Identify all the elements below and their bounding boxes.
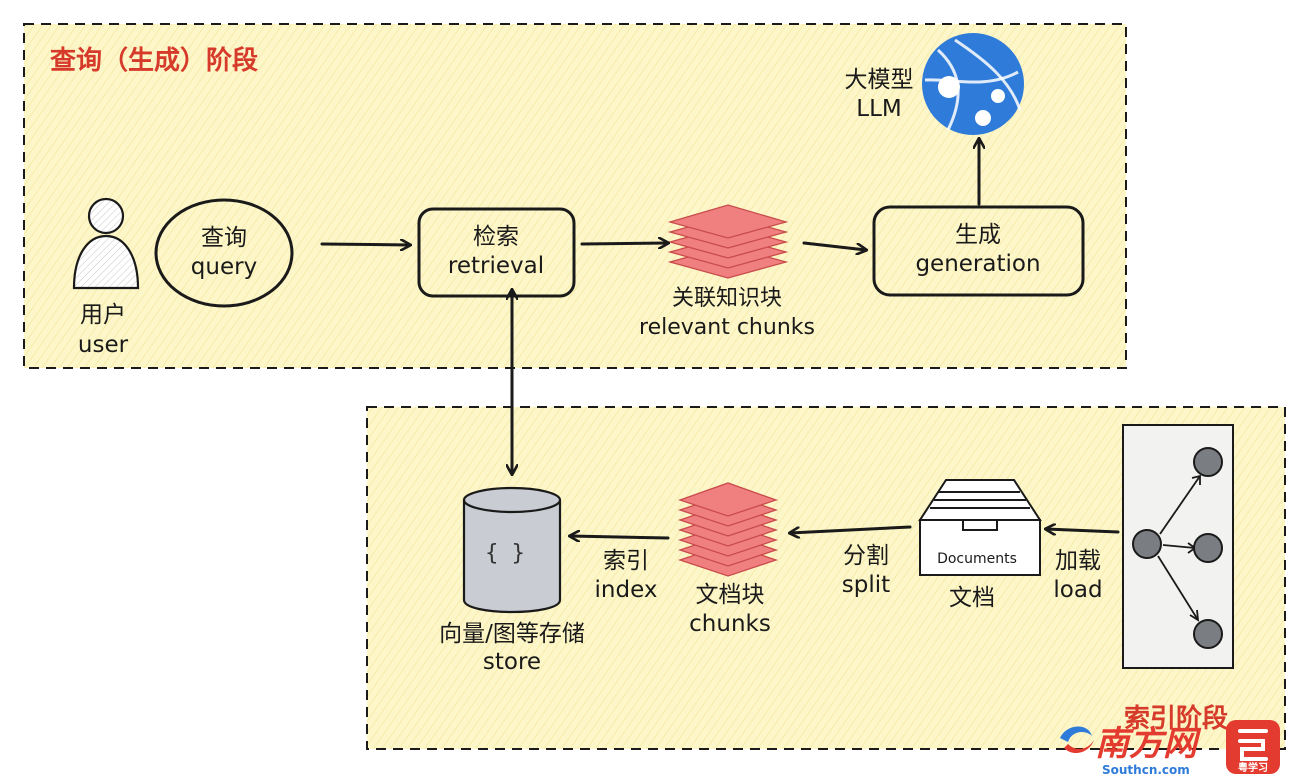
- edge-load-label-en: load: [1053, 577, 1102, 603]
- documents-caption: 文档: [949, 585, 995, 611]
- watermark: 南方网 Southcn.com 粤学习: [1060, 720, 1280, 777]
- stacked-layers-icon: [677, 482, 779, 577]
- arrow-documents-to-chunks: [790, 525, 912, 533]
- app-badge: 粤学习: [1226, 720, 1280, 774]
- retrieval-label-en: retrieval: [448, 253, 544, 279]
- arrow-chunks-to-generation: [802, 241, 866, 250]
- query-node: 查询 query: [154, 198, 294, 308]
- database-cylinder-icon: [462, 486, 562, 614]
- relevant-chunks-label-cn: 关联知识块: [672, 286, 782, 311]
- chunks-node: 文档块 chunks: [677, 482, 779, 637]
- llm-label-en: LLM: [856, 96, 901, 122]
- llm-node: 大模型 LLM: [845, 33, 1024, 135]
- store-label-en: store: [483, 649, 541, 675]
- file-drawer-icon: [918, 479, 1042, 576]
- relevant-chunks-node: 关联知识块 relevant chunks: [639, 204, 815, 340]
- watermark-brand: 南方网: [1095, 724, 1202, 764]
- documents-node: Documents 文档: [918, 479, 1042, 611]
- arrow-retrieval-to-chunks: [580, 243, 668, 244]
- chunks-label-cn: 文档块: [696, 582, 765, 608]
- edge-index-label-cn: 索引: [603, 548, 649, 574]
- watermark-domain: Southcn.com: [1102, 763, 1190, 777]
- generation-label-cn: 生成: [955, 222, 1001, 248]
- store-label-cn: 向量/图等存储: [439, 621, 585, 647]
- llm-label-cn: 大模型: [845, 67, 914, 93]
- documents-box-label: Documents: [937, 551, 1017, 567]
- source-node: [1122, 424, 1234, 669]
- arrow-query-to-retrieval: [320, 244, 410, 245]
- generation-node: 生成 generation: [872, 205, 1085, 297]
- edge-index-label-en: index: [595, 577, 658, 603]
- query-label-cn: 查询: [201, 225, 247, 251]
- store-symbol: { }: [485, 541, 525, 566]
- retrieval-node: 检索 retrieval: [417, 207, 576, 298]
- stacked-layers-icon: [667, 204, 789, 279]
- person-icon: [72, 197, 140, 290]
- arrows: [320, 139, 1120, 538]
- edge-index: 索引 index: [595, 548, 658, 603]
- arrow-source-to-documents: [1046, 529, 1120, 532]
- edge-split-label-en: split: [842, 572, 890, 598]
- user-node: 用户 user: [72, 197, 140, 358]
- app-logo-icon: [1238, 729, 1268, 761]
- globe-icon: [922, 33, 1024, 135]
- query-stage-title: 查询（生成）阶段: [50, 45, 258, 76]
- store-node: { } 向量/图等存储 store: [439, 486, 585, 675]
- app-badge-label: 粤学习: [1238, 761, 1268, 774]
- southcn-logo-icon: [1060, 726, 1094, 754]
- query-label-en: query: [191, 254, 257, 280]
- edge-load: 加载 load: [1053, 548, 1102, 603]
- user-label-en: user: [78, 332, 129, 358]
- chunks-label-en: chunks: [689, 611, 771, 637]
- index-stage-title: 索引阶段: [1124, 703, 1228, 734]
- arrow-chunks-to-store: [570, 536, 670, 538]
- retrieval-label-cn: 检索: [473, 224, 519, 250]
- edge-split: 分割 split: [842, 543, 890, 598]
- relevant-chunks-label-en: relevant chunks: [639, 315, 815, 340]
- user-label-cn: 用户: [80, 302, 126, 328]
- generation-label-en: generation: [915, 251, 1040, 277]
- edge-load-label-cn: 加载: [1055, 548, 1101, 574]
- edge-split-label-cn: 分割: [843, 543, 889, 569]
- node-graph-icon: [1122, 424, 1234, 669]
